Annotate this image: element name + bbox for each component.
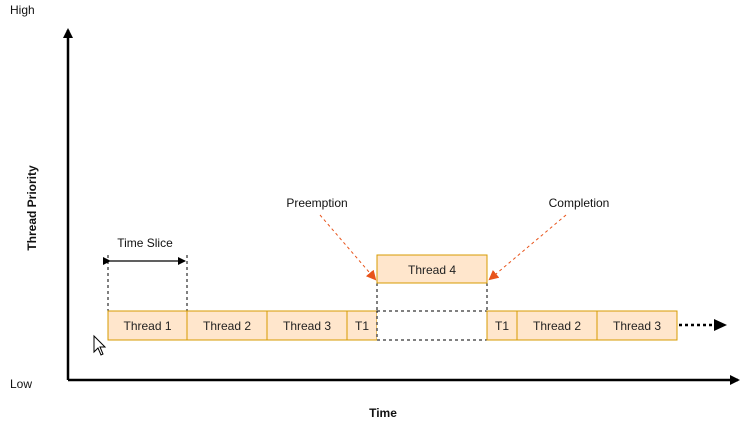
timeline-block-label: Thread 3 [283,319,331,333]
timeline-block [107,310,188,341]
y-axis-title: Thread Priority [25,165,39,251]
timeline-block [186,310,268,341]
completion-arrow [488,214,567,281]
mouse-pointer-icon [93,334,107,356]
continuation-arrow-head [714,319,727,331]
preemption-label: Preemption [286,196,347,210]
high-priority-thread-block [376,254,488,284]
x-axis-title: Time [369,406,397,420]
timeline-block [516,310,598,341]
time-slice-label: Time Slice [117,236,173,250]
y-axis-high-label: High [10,3,35,17]
preemption-arrow [319,214,377,281]
timeline-high-row: Thread 4 [376,254,488,284]
timeline-block-label: Thread 2 [203,319,251,333]
timeline-block-label: Thread 1 [123,319,171,333]
high-priority-thread-label: Thread 4 [408,263,456,277]
timeline-low-row: Thread 1 Thread 2 Thread 3 T1 T1 Thread … [107,310,678,341]
preempted-gap-block [376,310,488,341]
timeline-block-label: T1 [355,319,369,333]
y-axis-low-label: Low [10,377,32,391]
timeline-block-label: Thread 3 [613,319,661,333]
timeline-block-label: T1 [495,319,509,333]
timeline-block [266,310,348,341]
timeline-block [346,310,378,341]
timeline-block [596,310,678,341]
timeline-block-label: Thread 2 [533,319,581,333]
completion-label: Completion [549,196,610,210]
timeline-block [486,310,518,341]
